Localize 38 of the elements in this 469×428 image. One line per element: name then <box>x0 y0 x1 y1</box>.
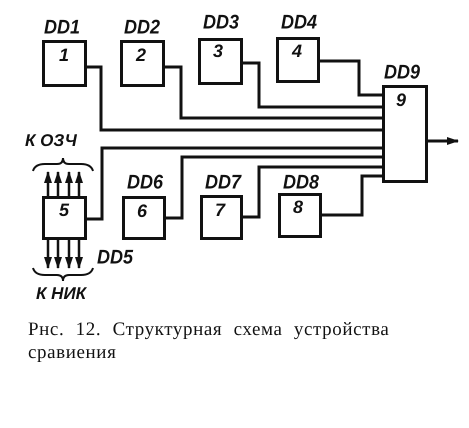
connector-line <box>322 174 382 216</box>
arrow <box>44 171 52 196</box>
block-designation: DD4 <box>281 12 318 32</box>
block-number: 9 <box>396 91 406 109</box>
figure-caption: Рнс. 12. Структурная схема устройства сравиения <box>28 318 390 364</box>
connector-line <box>320 60 382 96</box>
block-designation: DD7 <box>205 172 242 192</box>
block-number: 7 <box>215 201 226 219</box>
block-designation: DD6 <box>127 172 164 192</box>
arrow <box>65 171 73 196</box>
block-number: 8 <box>293 198 304 216</box>
block-number: 6 <box>137 202 148 220</box>
connector-line <box>243 166 382 218</box>
bus-label: К ОЗЧ <box>25 132 77 149</box>
arrow <box>54 240 62 269</box>
connector-line <box>87 146 382 220</box>
arrow <box>54 171 62 196</box>
block-number: 5 <box>59 201 70 219</box>
block-number: 2 <box>136 46 146 64</box>
block-designation: DD3 <box>203 12 240 32</box>
block-designation: DD1 <box>44 17 80 37</box>
block-number: 3 <box>213 42 224 60</box>
block-number: 1 <box>59 46 70 64</box>
connector-line <box>166 156 382 220</box>
block-designation: DD2 <box>124 17 160 37</box>
block-number: 4 <box>292 42 302 60</box>
connector-line <box>87 66 382 132</box>
arrow <box>75 240 83 269</box>
arrow <box>428 137 459 145</box>
block-designation: DD5 <box>97 247 134 267</box>
block-designation: DD9 <box>384 62 420 82</box>
bus-label: К НИК <box>36 285 86 302</box>
block-designation: DD8 <box>283 172 320 192</box>
connector-line <box>165 66 382 120</box>
arrow <box>44 240 52 269</box>
arrow <box>75 171 83 196</box>
arrow <box>65 240 73 269</box>
connector-line <box>243 62 382 108</box>
